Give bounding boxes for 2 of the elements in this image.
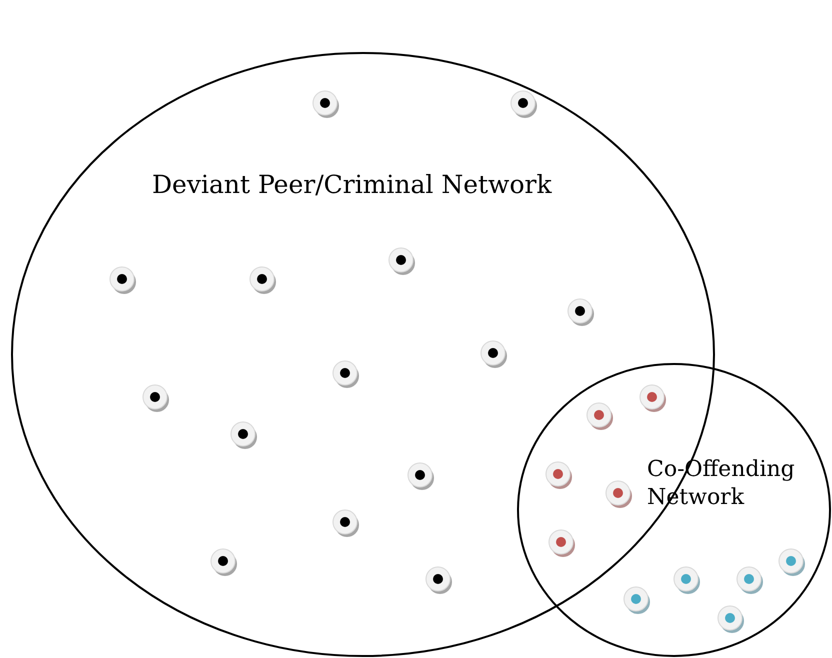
- network-ellipse: [517, 363, 831, 657]
- network-label: Deviant Peer/Criminal Network: [152, 169, 552, 200]
